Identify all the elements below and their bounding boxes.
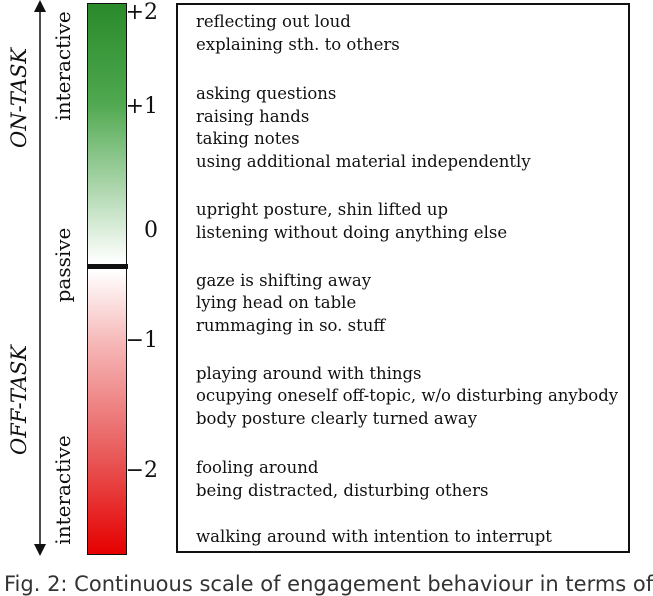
behavior-item: walking around with intention to interru…: [196, 527, 552, 546]
interactive-top-label: interactive: [51, 11, 75, 121]
behavior-item: listening without doing anything else: [196, 223, 508, 242]
behavior-item: being distracted, disturbing others: [196, 481, 489, 500]
passive-label: passive: [51, 227, 75, 303]
behavior-item: body posture clearly turned away: [196, 409, 478, 428]
on-task-label: ON-TASK: [7, 47, 31, 149]
behavior-item: asking questions: [196, 84, 337, 103]
scale-tick-minus2: −2: [125, 458, 158, 483]
behavior-item: playing around with things: [196, 364, 422, 383]
engagement-color-scale: [87, 3, 127, 555]
behavior-item: rummaging in so. stuff: [196, 316, 386, 335]
behavior-item: taking notes: [196, 129, 300, 148]
scale-tick-zero: 0: [144, 218, 158, 243]
behavior-list-box: [176, 3, 630, 553]
behavior-item: raising hands: [196, 107, 310, 126]
scale-tick-plus2: +2: [125, 0, 158, 25]
behavior-item: reflecting out loud: [196, 12, 351, 31]
task-axis-arrow: [34, 0, 46, 556]
behavior-item: explaining sth. to others: [196, 35, 400, 54]
interactive-bottom-label: interactive: [51, 435, 75, 545]
scale-tick-plus1: +1: [125, 94, 158, 119]
figure-caption: Fig. 2: Continuous scale of engagement b…: [4, 572, 653, 596]
behavior-item: upright posture, shin lifted up: [196, 200, 449, 219]
behavior-item: fooling around: [196, 458, 319, 477]
scale-tick-minus1: −1: [125, 328, 158, 353]
behavior-item: ocupying oneself off-topic, w/o disturbi…: [196, 386, 619, 405]
behavior-item: lying head on table: [196, 293, 357, 312]
behavior-item: using additional material independently: [196, 152, 531, 171]
off-task-label: OFF-TASK: [7, 345, 31, 455]
on-off-task-divider: [87, 264, 128, 269]
behavior-item: gaze is shifting away: [196, 271, 372, 290]
